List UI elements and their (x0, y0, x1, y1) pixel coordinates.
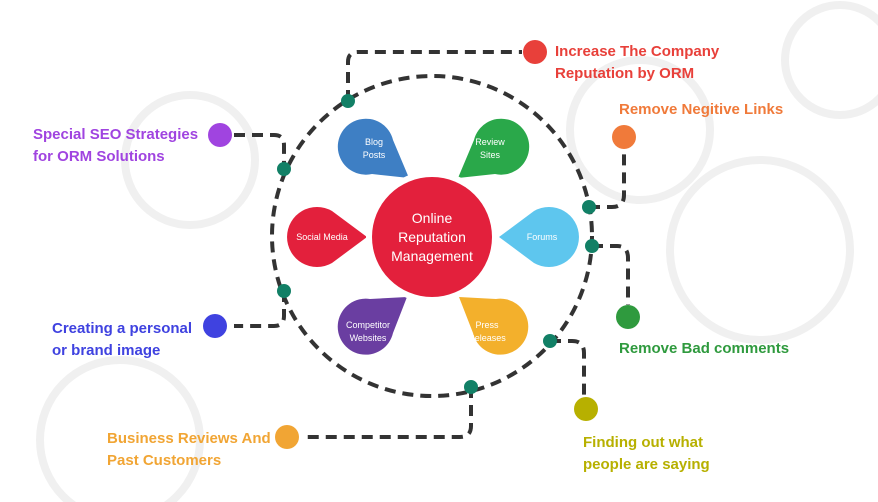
bg-circle (666, 156, 854, 344)
connector-business (302, 387, 473, 439)
center-circle (372, 177, 492, 297)
label-seo: Special SEO Strategies for ORM Solutions (33, 124, 198, 168)
label-seo-line1: Special SEO Strategies (33, 126, 199, 143)
petal-review-line1: Review (475, 137, 505, 147)
junction-dot (582, 200, 596, 214)
junction-dot (464, 380, 478, 394)
junction-dot (543, 334, 557, 348)
label-remove-links-line1: Remove Negitive Links (619, 101, 784, 118)
label-increase-line2: Reputation by ORM (555, 65, 695, 82)
marker-finding (574, 397, 598, 421)
label-creating-line1: Creating a personal (52, 320, 193, 337)
petal-blog-line2: Posts (363, 150, 386, 160)
label-remove-links: Remove Negitive Links (619, 99, 783, 121)
connector-creating (234, 291, 286, 328)
label-creating-line2: or brand image (52, 342, 161, 359)
center-line2: Reputation (398, 229, 466, 245)
connector-seo (234, 133, 286, 169)
marker-business (275, 425, 299, 449)
petal-blog-line1: Blog (365, 137, 383, 147)
connector-finding (550, 339, 586, 396)
junction-dot (585, 239, 599, 253)
end-markers (203, 40, 640, 449)
junction-dot (277, 284, 291, 298)
bg-circle (566, 56, 714, 204)
connectors (234, 50, 630, 439)
junction-dot (277, 162, 291, 176)
petal-press-line1: Press (475, 320, 499, 330)
center-line1: Online (412, 210, 453, 226)
petals: Blog Posts Review Sites Social Media For… (287, 118, 579, 355)
outer-dashed-ring (270, 74, 594, 398)
center-node: Online Reputation Management (366, 171, 498, 303)
connector-increase (346, 50, 522, 101)
petal-social (287, 207, 367, 267)
label-finding: Finding out what people are saying (583, 432, 710, 476)
label-finding-line2: people are saying (583, 456, 710, 473)
connector-remove-links (589, 150, 626, 209)
label-finding-line1: Finding out what (583, 434, 703, 451)
label-business-line2: Past Customers (107, 452, 222, 469)
label-remove-comments-line1: Remove Bad comments (619, 340, 790, 357)
label-remove-comments: Remove Bad comments (619, 338, 789, 360)
bg-circle (781, 1, 878, 119)
petal-competitor-line2: Websites (350, 333, 387, 343)
label-increase-line1: Increase The Company (555, 43, 720, 60)
label-creating: Creating a personal or brand image (52, 318, 192, 362)
label-seo-line2: for ORM Solutions (33, 148, 165, 165)
petal-forums (499, 207, 579, 268)
petal-blog (337, 118, 409, 178)
petal-competitor (337, 297, 407, 355)
label-business: Business Reviews And Past Customers (107, 428, 271, 472)
bg-circle (121, 91, 259, 229)
connector-remove-comments (592, 244, 630, 305)
marker-remove-links (612, 125, 636, 149)
petal-press-line2: Releases (468, 333, 506, 343)
label-increase: Increase The Company Reputation by ORM (555, 41, 719, 85)
label-business-line1: Business Reviews And (107, 430, 271, 447)
petal-review (458, 118, 530, 178)
marker-remove-comments (616, 305, 640, 329)
bg-circle (36, 356, 204, 502)
petal-review-line2: Sites (480, 150, 501, 160)
junction-dots (277, 94, 599, 394)
petal-forums-line1: Forums (527, 232, 558, 242)
marker-increase (523, 40, 547, 64)
petal-competitor-line1: Competitor (346, 320, 390, 330)
marker-creating (203, 314, 227, 338)
petal-press (459, 297, 529, 355)
center-line3: Management (391, 248, 473, 264)
background-decoration (36, 1, 878, 502)
marker-seo (208, 123, 232, 147)
junction-dot (341, 94, 355, 108)
petal-social-line1: Social Media (296, 232, 348, 242)
